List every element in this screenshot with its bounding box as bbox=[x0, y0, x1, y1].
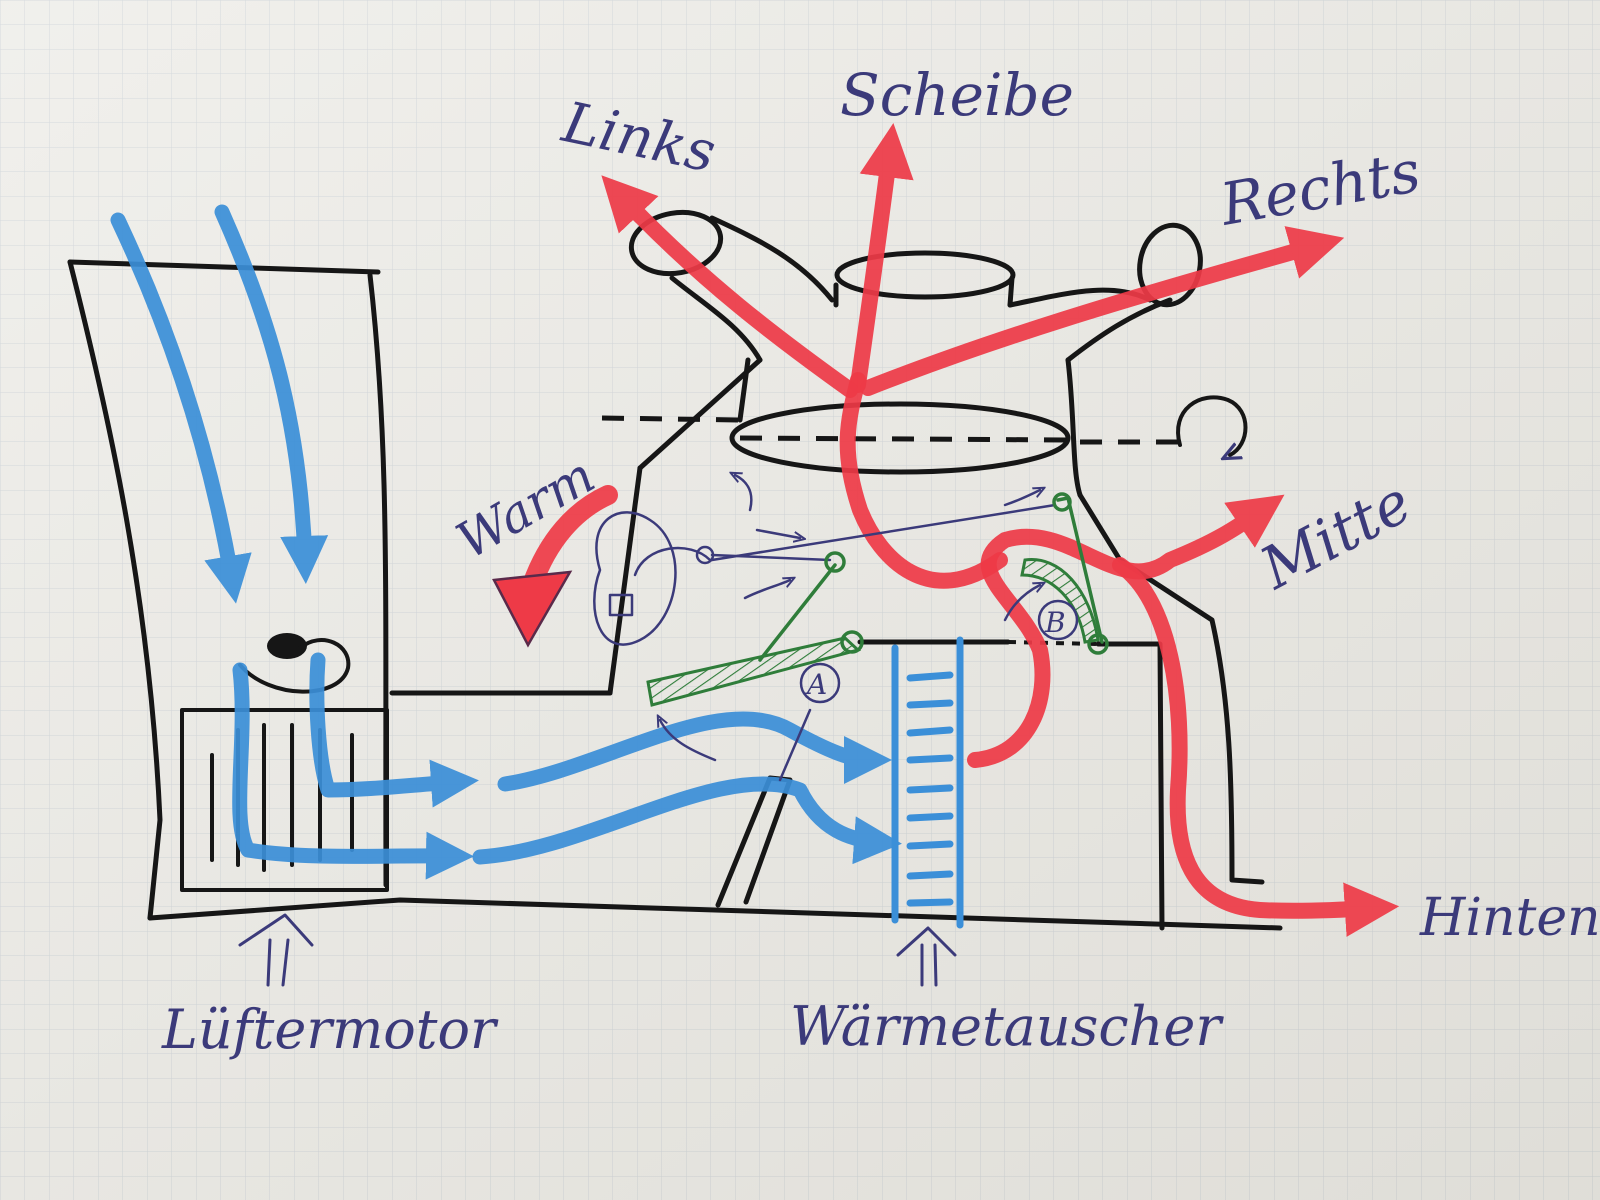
label-flap-a: A bbox=[804, 668, 827, 701]
label-hinten: Hinten bbox=[1419, 888, 1600, 948]
flap-b bbox=[1020, 492, 1109, 655]
label-waermetauscher: Wärmetauscher bbox=[790, 995, 1224, 1058]
warm-arrow-icon bbox=[492, 485, 618, 648]
fan-housing bbox=[67, 259, 1283, 931]
cold-air-duct-flow bbox=[472, 711, 902, 865]
outlet-links-nozzle bbox=[628, 209, 835, 363]
heater-box bbox=[601, 357, 1265, 931]
waermetauscher-pointer-icon bbox=[896, 926, 957, 987]
luftermotor-pointer-icon bbox=[238, 913, 314, 987]
cold-air-inflow bbox=[110, 204, 479, 880]
label-flap-b: B bbox=[1044, 606, 1066, 639]
flap-mechanism bbox=[593, 475, 1057, 762]
heat-exchanger bbox=[891, 636, 964, 929]
fan-motor-icon bbox=[238, 633, 351, 694]
warm-air-flow bbox=[601, 123, 1400, 937]
outlet-scheibe-nozzle bbox=[833, 250, 1016, 308]
label-scheibe: Scheibe bbox=[840, 61, 1074, 129]
flap-a bbox=[646, 551, 864, 782]
label-luftermotor: Lüftermotor bbox=[161, 998, 499, 1061]
